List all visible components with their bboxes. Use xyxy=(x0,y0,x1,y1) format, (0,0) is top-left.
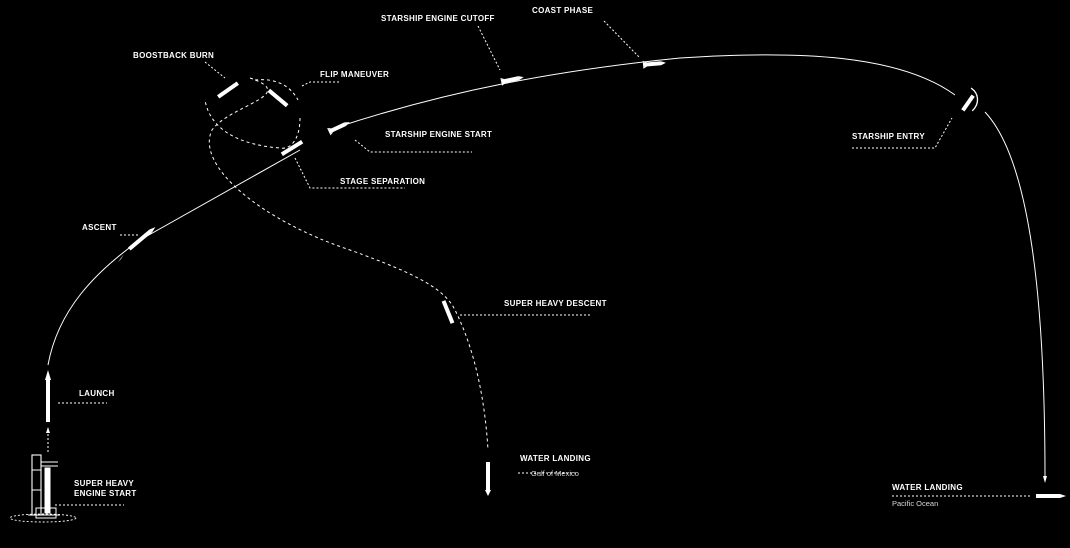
starship-engine-start-icon xyxy=(327,122,350,136)
label-gulf-of-mexico: Gulf of Mexico xyxy=(531,469,579,478)
label-stage-separation: STAGE SEPARATION xyxy=(340,177,426,186)
entry-trajectory xyxy=(984,111,1046,479)
label-super-heavy-engine-start-line2: ENGINE START xyxy=(74,489,137,498)
starship-entry-icon xyxy=(961,87,979,112)
label-water-landing-gulf: WATER LANDING xyxy=(520,454,591,463)
label-boostback-burn: BOOSTBACK BURN xyxy=(133,51,215,60)
label-super-heavy-engine-start: SUPER HEAVY ENGINE START xyxy=(74,479,137,499)
label-starship-engine-start: STARSHIP ENGINE START xyxy=(385,130,493,139)
super-heavy-descent-icon xyxy=(441,300,455,324)
label-pacific-ocean: Pacific Ocean xyxy=(892,499,939,508)
super-heavy-return-path xyxy=(204,77,489,451)
stage-separation-icon xyxy=(280,139,304,157)
flip-maneuver-icon xyxy=(267,88,289,108)
label-launch: LAUNCH xyxy=(79,389,115,398)
boostback-burn-icon xyxy=(217,81,239,99)
ascent-trajectory xyxy=(47,149,301,366)
label-water-landing-pacific: WATER LANDING xyxy=(892,483,963,492)
launch-arrow-icon xyxy=(46,427,50,433)
coast-phase-icon xyxy=(642,60,666,69)
starship-engine-cutoff-icon xyxy=(500,76,524,86)
pacific-landing-arrow-icon xyxy=(1043,476,1047,483)
launch-rocket-icon xyxy=(45,370,51,422)
gulf-landing-icon xyxy=(485,462,491,496)
label-coast-phase: COAST PHASE xyxy=(532,6,594,15)
launch-tower xyxy=(9,454,77,523)
ascent-exhaust-icon xyxy=(118,254,124,262)
ascent-rocket-icon xyxy=(127,227,156,251)
starship-trajectory xyxy=(334,54,956,129)
label-super-heavy-engine-start-line1: SUPER HEAVY xyxy=(74,479,135,488)
label-starship-engine-cutoff: STARSHIP ENGINE CUTOFF xyxy=(381,14,495,23)
pacific-landing-icon xyxy=(1036,494,1066,498)
boostback-dash xyxy=(254,79,299,101)
label-starship-entry: STARSHIP ENTRY xyxy=(852,132,925,141)
label-flip-maneuver: FLIP MANEUVER xyxy=(320,70,390,79)
leader-lines xyxy=(55,20,1032,506)
label-super-heavy-descent: SUPER HEAVY DESCENT xyxy=(504,299,607,308)
label-ascent: ASCENT xyxy=(82,223,117,232)
